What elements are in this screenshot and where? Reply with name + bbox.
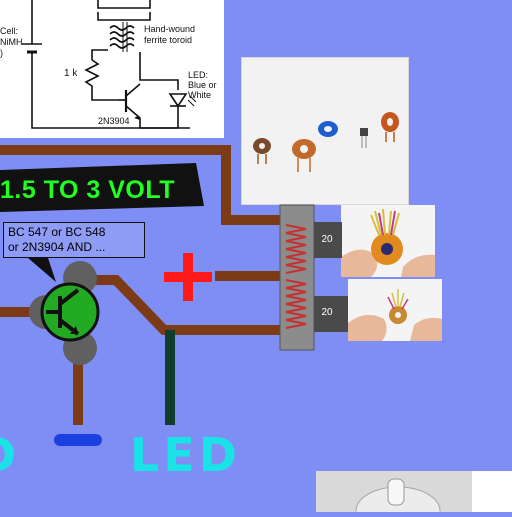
transistor-part-label: 2N3904 — [98, 116, 130, 126]
transistor-symbol — [29, 261, 100, 365]
cell-paren: ) — [0, 48, 3, 58]
wires — [0, 145, 287, 425]
toroid-coil-block — [279, 204, 348, 351]
winding-tab-top — [314, 222, 342, 258]
wire-base — [93, 275, 287, 335]
components-photo-drawing — [253, 112, 399, 172]
toroid-wound-icon — [292, 139, 316, 172]
led-label-3: White — [188, 90, 211, 100]
voltage-banner-text: 1.5 TO 3 VOLT — [0, 176, 176, 204]
cell-type: NiMH — [0, 37, 23, 47]
wire-top — [0, 145, 287, 225]
winding-count-bottom: 20 — [321, 307, 333, 318]
led-label-2: Blue or — [188, 80, 217, 90]
bulb-photo-drawing — [355, 478, 441, 517]
toroid-small-icon — [253, 138, 271, 164]
transistor-photo-icon — [360, 128, 368, 148]
led-label-1: LED: — [188, 70, 208, 80]
schematic-drawing: Cell: NiMH ) Hand-wound ferrite toroid 1… — [0, 0, 217, 129]
toroid-label-1: Hand-wound — [144, 24, 195, 34]
note-pointer — [28, 258, 56, 282]
hand-toroid-drawing-1 — [341, 208, 435, 277]
schematic-panel: Cell: NiMH ) Hand-wound ferrite toroid 1… — [0, 0, 224, 138]
toroid-large-icon — [381, 112, 399, 142]
hand-toroid-photo-2 — [348, 279, 442, 341]
winding-count-top: 20 — [321, 234, 333, 245]
toroid-blue-icon — [318, 121, 338, 137]
hand-toroid-drawing-2 — [348, 289, 442, 341]
transistor-note: BC 547 or BC 548 or 2N3904 AND ... — [3, 222, 145, 258]
minus-symbol — [54, 434, 102, 446]
resistor-label: 1 k — [64, 68, 78, 79]
photo-corner — [472, 471, 512, 512]
plus-symbol — [164, 253, 212, 301]
transistor-note-line-2: or 2N3904 AND ... — [8, 240, 106, 254]
toroid-label-2: ferrite toroid — [144, 35, 192, 45]
transistor-note-line-1: BC 547 or BC 548 — [8, 225, 106, 239]
hand-toroid-photo-1 — [341, 205, 435, 277]
voltage-banner-background — [0, 163, 204, 212]
led-label: LED — [130, 428, 241, 482]
cell-label: Cell: — [0, 26, 18, 36]
components-photo — [242, 58, 408, 204]
led-label-partial: D — [0, 428, 16, 482]
bulb-photo — [316, 471, 472, 517]
winding-tab-bottom — [314, 296, 348, 332]
